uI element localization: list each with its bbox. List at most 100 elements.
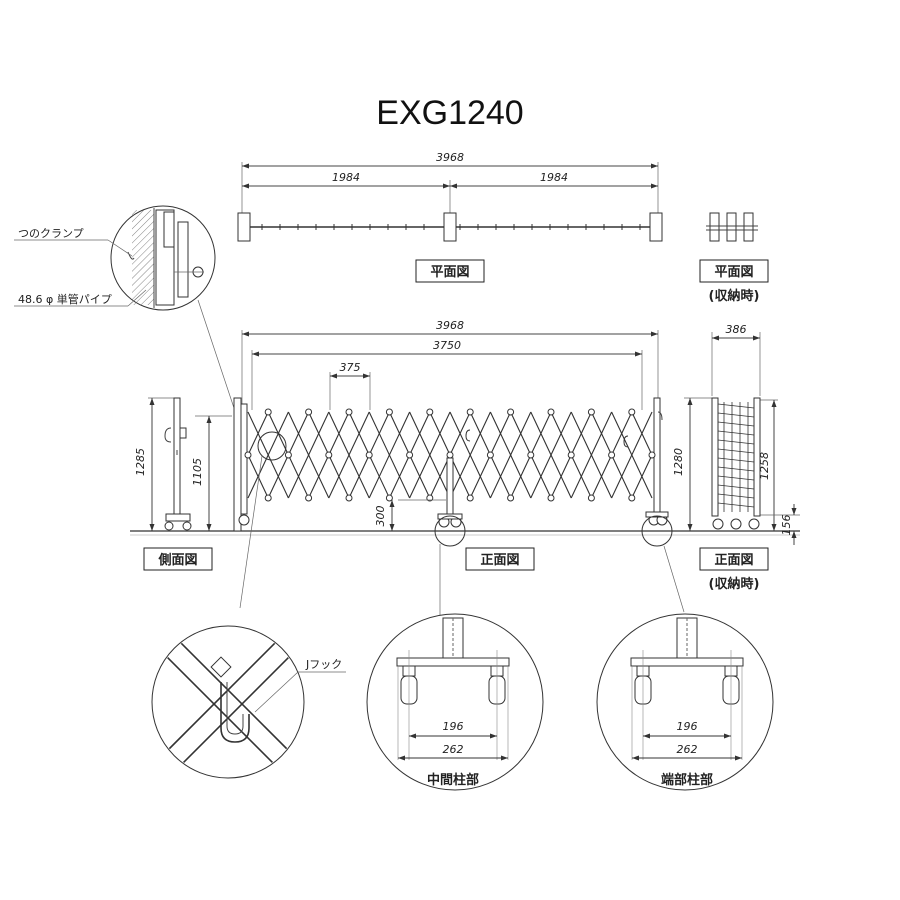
lattice-pivot-icon xyxy=(264,408,272,416)
lattice-bar xyxy=(489,411,512,456)
lattice-bar xyxy=(388,454,411,499)
plan-end-post-right xyxy=(649,212,663,242)
end-caster-inner: 196 xyxy=(677,720,698,733)
stowed-bar xyxy=(717,457,755,463)
lattice-bar xyxy=(611,411,653,499)
stowed-bar xyxy=(717,502,755,508)
front-view-label: 正面図 xyxy=(480,553,519,568)
lattice-bar xyxy=(409,411,431,456)
lattice-pivot-icon xyxy=(365,451,373,459)
pipe-label: 48.6 φ 単管パイプ xyxy=(18,292,112,306)
lattice-pivot-icon xyxy=(385,408,393,416)
caster-wheel-icon xyxy=(238,514,250,526)
plan-left-dimension: 1984 xyxy=(332,171,360,184)
plan-view-label-box xyxy=(415,259,485,283)
plan-stowed-figure xyxy=(706,212,758,242)
stowed-caster-icon xyxy=(712,518,724,530)
end-caster-outer: 262 xyxy=(677,743,698,756)
plan-view: 3968 1984 1984 平面図 平面図 (収納時) xyxy=(237,151,769,304)
pipe-hatch xyxy=(132,210,154,305)
lattice-pivot-icon xyxy=(264,494,272,502)
lattice-bar xyxy=(550,454,572,499)
mid-post-detail: 196 262 中間柱部 xyxy=(366,544,544,791)
lattice-bar xyxy=(388,411,411,456)
side-caster-icon xyxy=(182,521,192,531)
lattice-bar xyxy=(489,411,532,499)
mid-caster-outer: 262 xyxy=(443,743,464,756)
lattice-bar xyxy=(409,454,431,499)
lattice-bar xyxy=(449,411,491,499)
side-hook-icon xyxy=(164,427,172,443)
stowed-inner-height: 1258 xyxy=(758,452,771,480)
lattice-pivot-icon xyxy=(385,494,393,502)
end-detail-marker xyxy=(641,515,673,547)
lattice-bar xyxy=(409,411,451,499)
lattice-bar xyxy=(611,454,633,499)
lattice-pivot-icon xyxy=(587,408,595,416)
lattice-pivot-icon xyxy=(345,494,353,502)
front-stowed-label: 正面図 xyxy=(714,553,753,568)
lattice-bar xyxy=(469,454,491,499)
front-hook-icon xyxy=(657,411,663,421)
stowed-bar xyxy=(717,403,755,409)
lattice-bar xyxy=(328,411,370,499)
lattice-bar xyxy=(530,411,552,456)
lattice-pivot-icon xyxy=(527,451,535,459)
side-caster-icon xyxy=(164,521,174,531)
plan-stowed-label: 平面図 xyxy=(714,265,753,280)
lattice-pivot-icon xyxy=(406,451,414,459)
plan-total-dimension: 3968 xyxy=(436,151,464,164)
base-plate xyxy=(630,657,744,667)
lattice-bar xyxy=(611,411,633,456)
lattice-pivot-icon xyxy=(446,451,454,459)
plan-stowed-sub: (収納時) xyxy=(709,288,760,304)
lattice-bar xyxy=(328,411,350,456)
lattice-bar xyxy=(570,454,592,499)
stowed-bar xyxy=(717,439,755,445)
end-post-detail: 196 262 端部柱部 xyxy=(596,545,774,791)
plan-mid-post xyxy=(443,212,457,242)
lattice-bar xyxy=(368,411,390,456)
stowed-bar xyxy=(717,484,755,490)
pivot-bolt-icon xyxy=(210,656,232,678)
lattice-pivot-icon xyxy=(608,451,616,459)
lattice-pivot-icon xyxy=(486,451,494,459)
lattice-hook-icon xyxy=(465,429,471,442)
end-detail-label: 端部柱部 xyxy=(661,772,713,788)
stowed-caster-icon xyxy=(730,518,742,530)
front-total-dimension: 3968 xyxy=(436,319,464,332)
mid-detail-label: 中間柱部 xyxy=(427,772,479,788)
lattice-pivot-icon xyxy=(305,408,313,416)
plan-pivot-nodes xyxy=(261,224,641,230)
front-mid-post xyxy=(446,457,454,519)
hook-label: Jフック xyxy=(305,658,342,671)
lattice-bar xyxy=(631,454,653,499)
j-hook-icon xyxy=(220,682,250,743)
side-view-label-box xyxy=(143,547,213,571)
front-inner-dimension: 3750 xyxy=(433,339,461,352)
front-end-post-right xyxy=(653,397,661,517)
lattice-bar xyxy=(348,454,370,499)
lattice-bar xyxy=(429,411,451,456)
stowed-bar xyxy=(717,448,755,454)
side-post xyxy=(173,397,181,519)
lattice-pivot-icon xyxy=(325,451,333,459)
lattice-pivot-icon xyxy=(284,451,292,459)
lattice-pivot-icon xyxy=(466,494,474,502)
lattice-bar xyxy=(590,411,613,456)
side-view: 1285 1105 側面図 xyxy=(134,397,232,571)
stowed-base-height: 156 xyxy=(780,515,793,536)
front-view: 3968 3750 375 300 正面図 xyxy=(233,319,673,571)
lattice-pivot-icon xyxy=(567,451,575,459)
lattice-pivot-icon xyxy=(244,451,252,459)
stowed-bar xyxy=(717,466,755,472)
lattice-bar xyxy=(247,411,289,499)
lattice-pivot-icon xyxy=(305,494,313,502)
lattice-pivot-icon xyxy=(547,408,555,416)
stowed-lattice-bars xyxy=(717,402,755,512)
stowed-caster-icon xyxy=(748,518,760,530)
lattice-pivot-icon xyxy=(507,408,515,416)
end-detail-body xyxy=(630,617,744,761)
front-wall-post xyxy=(233,397,242,532)
